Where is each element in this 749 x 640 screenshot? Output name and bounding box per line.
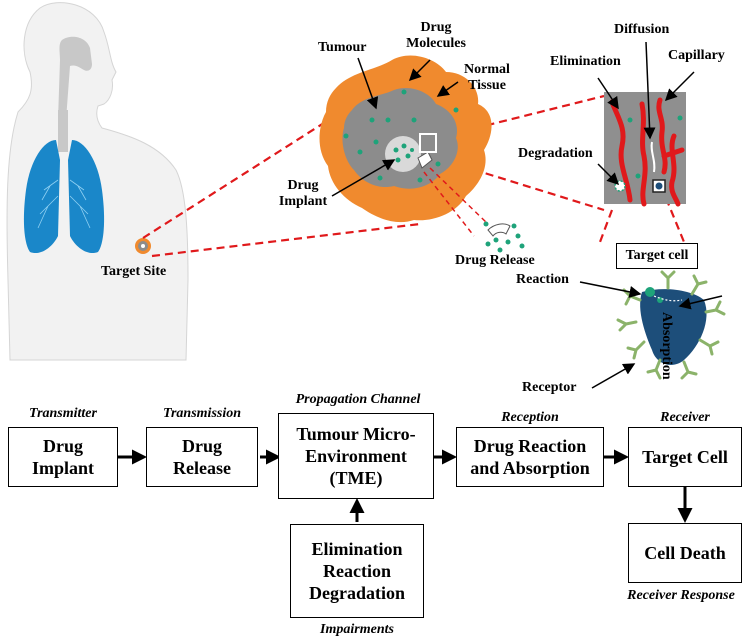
impairments-box-line-1: Elimination	[311, 539, 403, 559]
diffusion-label: Diffusion	[614, 22, 670, 37]
impairments-box: Elimination Reaction Degradation	[290, 524, 424, 618]
target-cell-box: Target Cell	[628, 427, 742, 487]
absorption-label: Absorption	[659, 312, 674, 380]
target-site-label: Target Site	[101, 264, 167, 279]
capillary-label: Capillary	[668, 48, 725, 63]
target-cell-label: Target cell	[616, 243, 698, 269]
tumour-label: Tumour	[318, 40, 367, 55]
receiver-role: Receiver	[660, 410, 710, 425]
impairments-box-line-3: Degradation	[309, 583, 405, 603]
drug-implant-line-2: Implant	[278, 194, 328, 209]
lungs	[23, 140, 105, 254]
impairments-role: Impairments	[320, 622, 394, 637]
receptor-label: Receptor	[522, 380, 577, 395]
drug-implant-line-1: Drug	[287, 178, 319, 193]
tme-box: Tumour Micro- Environment (TME)	[278, 413, 434, 499]
label-pointers	[331, 41, 723, 389]
drug-release-label: Drug Release	[455, 253, 535, 268]
normal-tissue-line-2: Tissue	[468, 78, 506, 93]
drug-reaction-box: Drug Reaction and Absorption	[456, 427, 604, 487]
normal-tissue-label: Normal Tissue	[452, 62, 522, 94]
drug-reaction-box-line-1: Drug Reaction	[473, 436, 587, 456]
elimination-label: Elimination	[550, 54, 621, 69]
normal-tissue-line-1: Normal	[464, 62, 510, 77]
drug-release-box-line-2: Release	[173, 458, 231, 478]
drug-release-box-line-1: Drug	[181, 436, 222, 456]
tme-box-line-3: (TME)	[329, 468, 383, 488]
drug-release-inset	[423, 167, 525, 253]
reception-role: Reception	[501, 410, 559, 425]
target-cell-box-line-1: Target Cell	[642, 447, 728, 467]
reaction-label: Reaction	[516, 272, 569, 287]
tumour	[319, 55, 492, 223]
transmitter-role: Transmitter	[29, 406, 97, 421]
drug-molecules-line-1: Drug	[420, 20, 452, 35]
cell-death-box: Cell Death	[628, 523, 742, 583]
drug-implant-box: Drug Implant	[8, 427, 118, 487]
drug-implant-box-line-2: Implant	[31, 458, 94, 478]
receiver-response-role: Receiver Response	[627, 588, 735, 603]
degradation-label: Degradation	[518, 146, 593, 161]
drug-release-box: Drug Release	[146, 427, 258, 487]
tme-box-line-2: Environment	[305, 446, 407, 466]
flow-arrows	[118, 449, 693, 523]
drug-implant-box-line-1: Drug	[42, 436, 83, 456]
drug-implant-label: Drug Implant	[270, 178, 336, 210]
target-site-marker	[135, 238, 151, 254]
cell-death-box-line-1: Cell Death	[644, 543, 726, 563]
impairments-box-line-2: Reaction	[323, 561, 391, 581]
transmission-role: Transmission	[162, 406, 242, 421]
tme-panel	[604, 92, 686, 207]
drug-molecules-label: Drug Molecules	[396, 20, 476, 52]
drug-reaction-box-line-2: and Absorption	[470, 458, 590, 478]
drug-molecules-line-2: Molecules	[406, 36, 466, 51]
propagation-role: Propagation Channel	[295, 392, 421, 407]
tme-box-line-1: Tumour Micro-	[296, 424, 416, 444]
